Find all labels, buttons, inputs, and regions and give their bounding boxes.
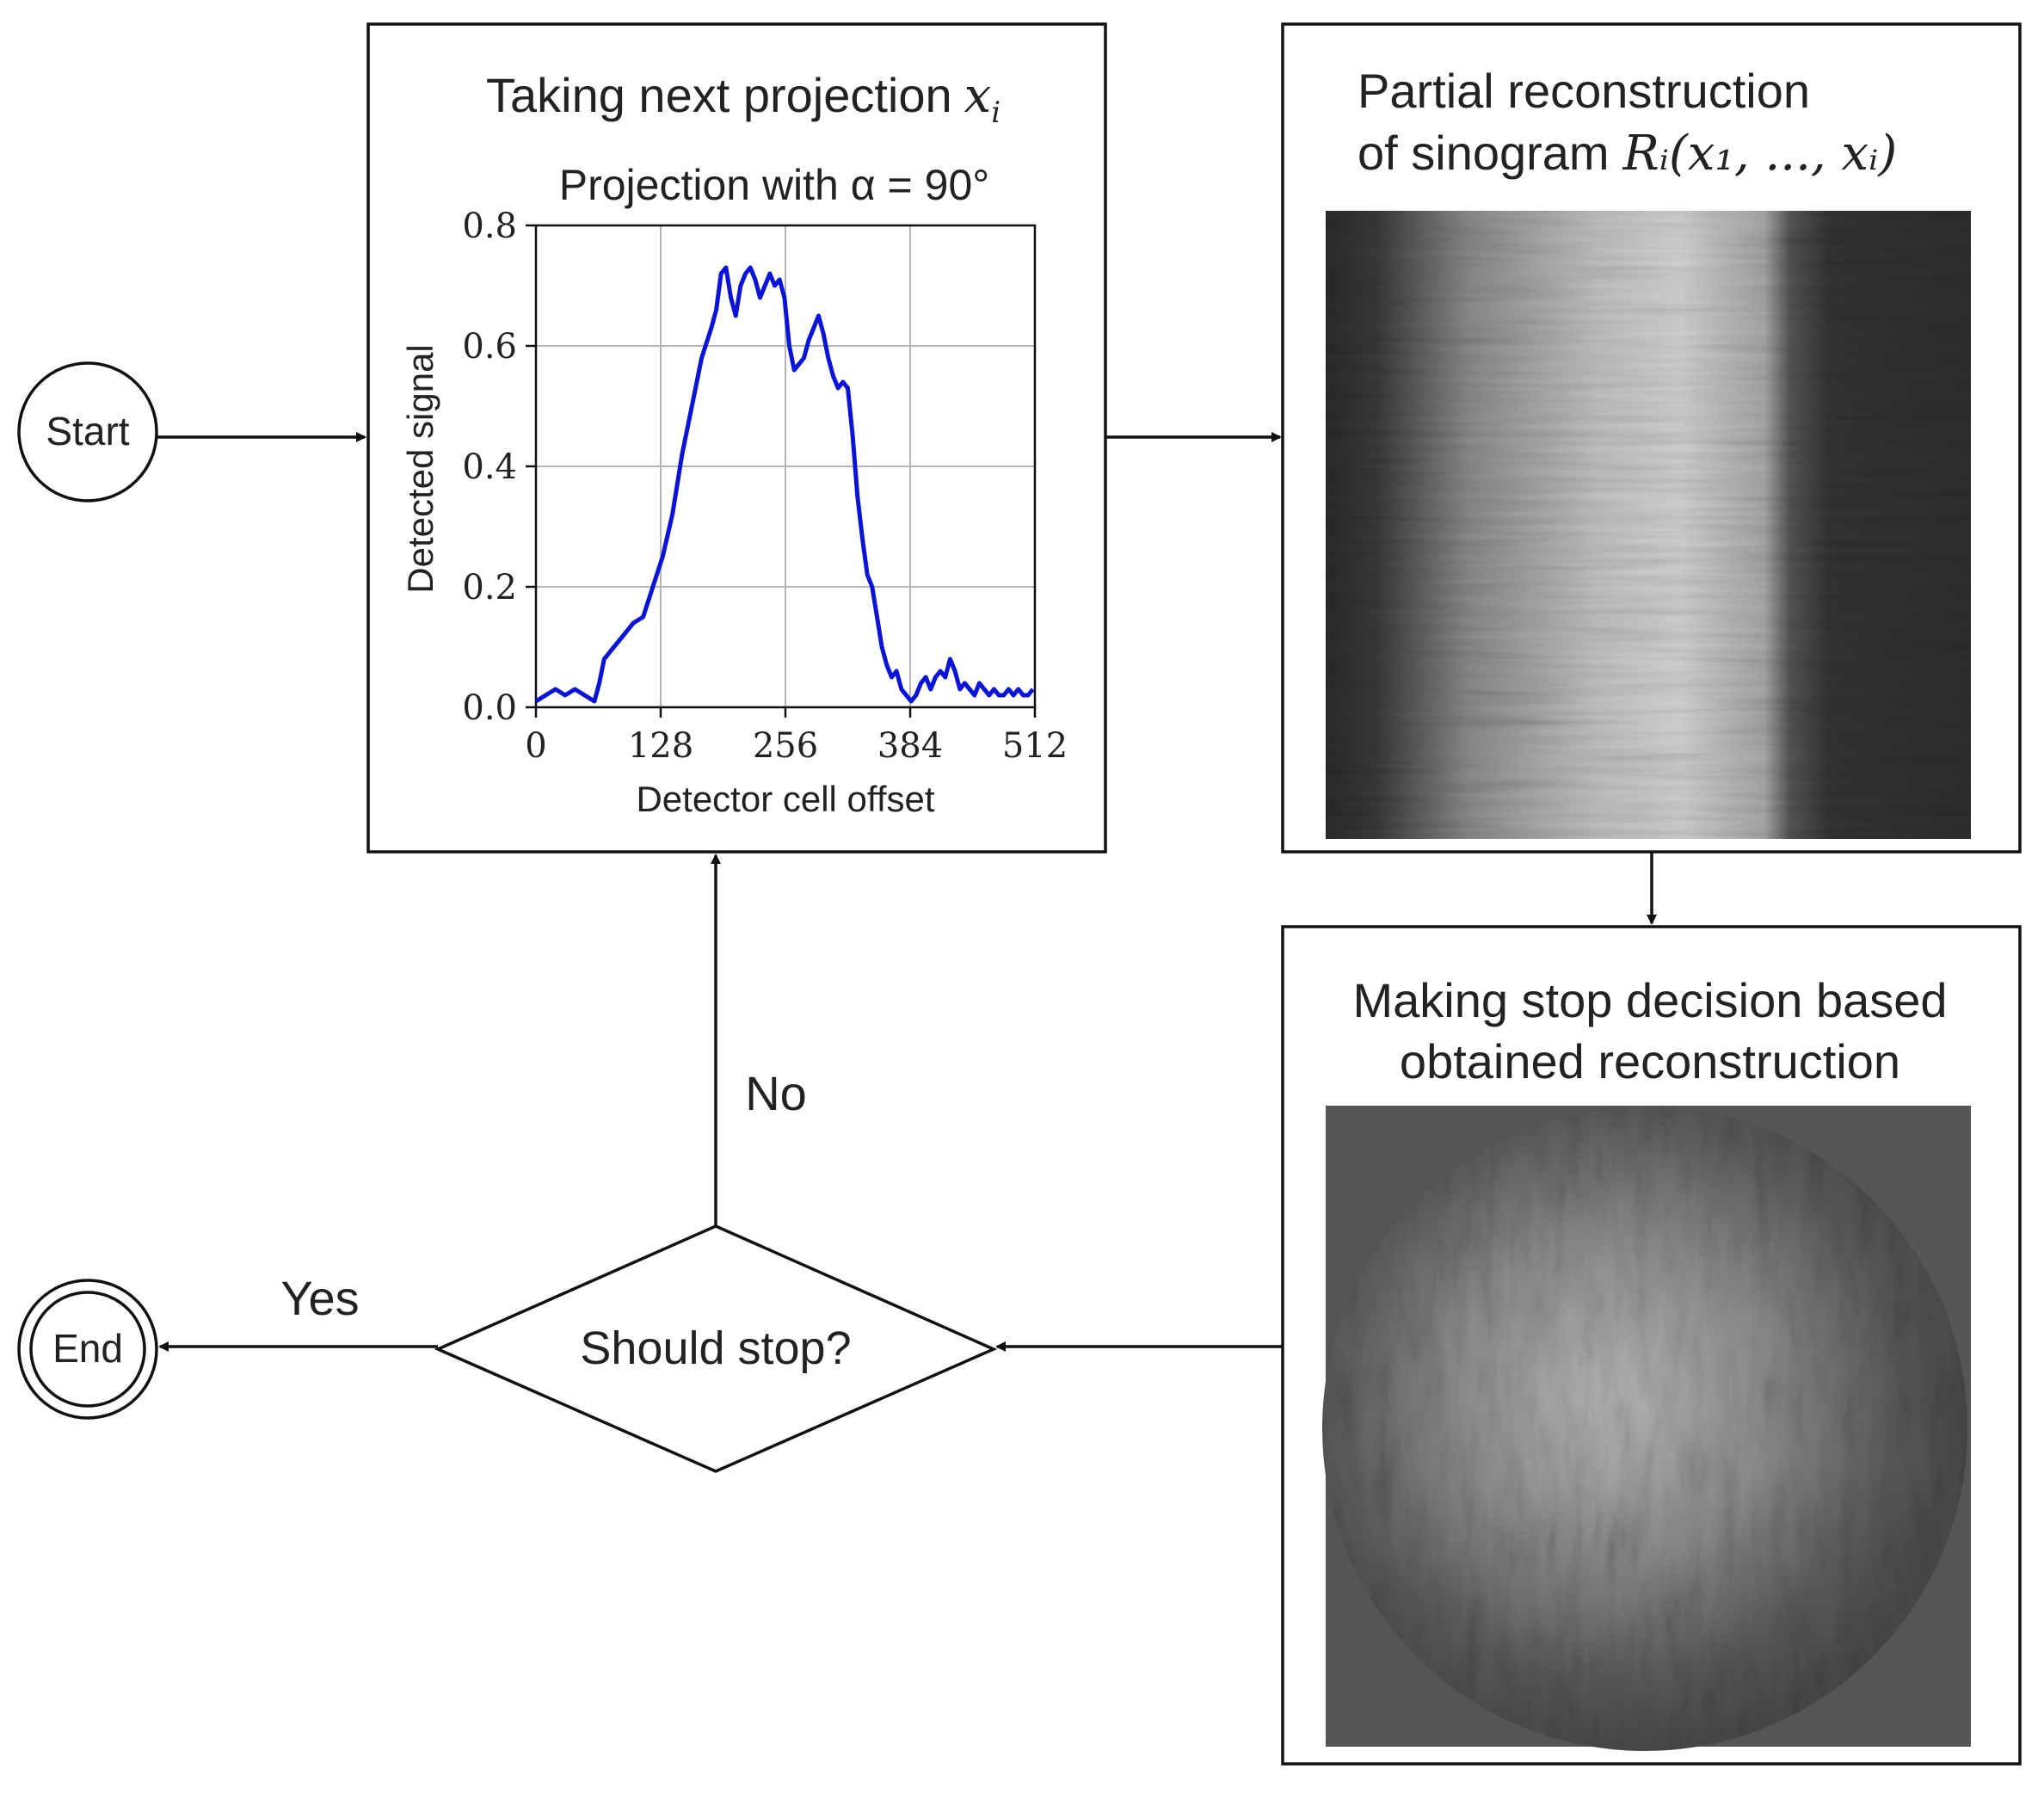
chart-ticks: 0 128 256 384 512 0.0 0.2 0.4 0.6 0.8 bbox=[462, 207, 1068, 766]
yes-label: Yes bbox=[280, 1271, 359, 1325]
reconstruction-title-line2: obtained reconstruction bbox=[1400, 1034, 1900, 1088]
y-tick-label: 0.0 bbox=[462, 688, 517, 728]
reconstruction-step-box: Making stop decision based obtained reco… bbox=[1281, 925, 2022, 1766]
x-tick-label: 256 bbox=[753, 726, 818, 766]
end-node: End bbox=[17, 1279, 158, 1420]
y-tick-label: 0.4 bbox=[462, 447, 517, 487]
sinogram-image bbox=[1326, 211, 1971, 839]
chart-y-label: Detected signal bbox=[400, 344, 440, 594]
x-tick-label: 512 bbox=[1002, 726, 1068, 766]
end-label: End bbox=[52, 1326, 123, 1371]
sinogram-title-line1: Partial reconstruction bbox=[1358, 64, 1810, 118]
y-tick-label: 0.6 bbox=[462, 327, 517, 367]
projection-chart: Projection with α = 90° 0 128 256 384 512 0.0… bbox=[400, 161, 1068, 819]
start-node: Start bbox=[17, 361, 158, 502]
detected-signal-line bbox=[534, 265, 1035, 704]
start-label: Start bbox=[46, 409, 129, 453]
chart-gridlines bbox=[536, 225, 1035, 707]
x-tick-label: 384 bbox=[877, 726, 943, 766]
x-tick-label: 0 bbox=[525, 726, 546, 766]
decision-label: Should stop? bbox=[580, 1322, 851, 1374]
chart-title: Projection with α = 90° bbox=[559, 161, 990, 209]
stop-decision-diamond: Should stop? bbox=[434, 1224, 998, 1473]
reconstruction-image bbox=[1322, 1106, 1971, 1751]
y-tick-label: 0.2 bbox=[462, 568, 517, 607]
reconstruction-title-line1: Making stop decision based bbox=[1352, 973, 1947, 1027]
y-tick-label: 0.8 bbox=[462, 207, 517, 246]
no-label: No bbox=[745, 1066, 807, 1120]
chart-x-label: Detector cell offset bbox=[636, 779, 934, 819]
x-tick-label: 128 bbox=[628, 726, 693, 766]
